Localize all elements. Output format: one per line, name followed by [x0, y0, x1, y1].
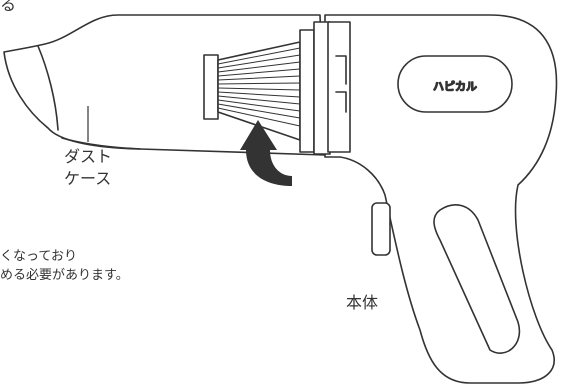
logo-badge	[397, 55, 513, 113]
handle-grip	[433, 204, 521, 354]
instruction-note-line2: める必要があります。	[0, 268, 129, 283]
dust-case-label-line2: ケース	[64, 169, 112, 188]
filter-pleats	[217, 47, 301, 127]
filter-end-cap-left	[203, 54, 219, 120]
connector-detail	[335, 55, 347, 113]
filter-frame	[299, 29, 315, 153]
body-front-panel	[327, 21, 351, 153]
power-button	[371, 202, 391, 256]
dust-case-inner-edge	[37, 45, 59, 131]
top-text-fragment: る	[0, 0, 17, 14]
main-body-label: 本体	[346, 293, 379, 312]
insert-arrow	[240, 120, 292, 186]
logo-text: ハピカル	[433, 80, 477, 93]
dust-case-bottom-edge	[61, 137, 141, 150]
instruction-note: くなっており める必要があります。	[0, 247, 129, 285]
dust-case-label: ダスト ケース	[64, 146, 112, 190]
instruction-note-line1: くなっており	[0, 249, 77, 264]
dust-case-label-line1: ダスト	[64, 147, 113, 166]
